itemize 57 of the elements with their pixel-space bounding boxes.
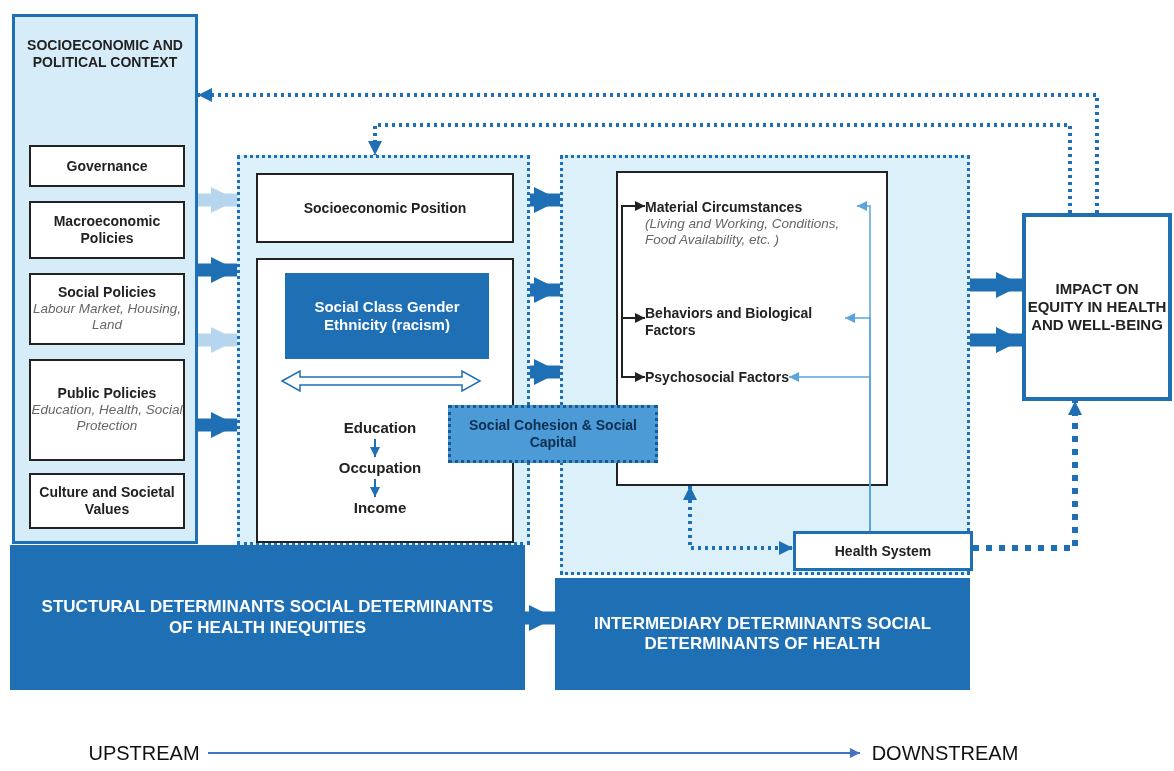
box-subtitle: Education, Health, Social Protection [31, 402, 183, 435]
box-title: SOCIOECONOMIC AND POLITICAL CONTEXT [26, 37, 184, 71]
policy-box [256, 258, 514, 543]
box-title: Social Policies [57, 284, 157, 302]
box-title: UPSTREAM [88, 741, 200, 765]
block-arrow [525, 605, 555, 631]
arrow [621, 279, 646, 382]
block-arrow [198, 187, 237, 213]
box-title: IMPACT ON EQUITY IN HEALTH AND WELL-BEING [1026, 280, 1168, 334]
box-title: STUCTURAL DETERMINANTS SOCIAL DETERMINANTS OF HEALTH INEQUITIES [40, 597, 495, 638]
box-title: Health System [834, 542, 932, 560]
box-title: Social Cohesion & Social Capital [467, 417, 638, 451]
arrow [370, 438, 380, 458]
dotted-arrow [973, 401, 1082, 551]
arrow [621, 201, 646, 281]
dotted-arrow [198, 88, 1099, 213]
box-title: Material Circumstances [645, 199, 803, 216]
box-title: Socioeconomic Position [303, 199, 467, 217]
box-title: INTERMEDIARY DETERMINANTS SOCIAL DETERMINANTS OF HEALTH [592, 613, 933, 655]
arrow [207, 748, 861, 758]
determinants-band [555, 578, 970, 690]
box-title: DOWNSTREAM [871, 741, 1019, 765]
box-title: Governance [66, 157, 148, 175]
system-box [793, 531, 973, 571]
policy-box [29, 201, 185, 259]
block-arrow [198, 327, 237, 353]
arrow [788, 372, 871, 532]
block-arrow [198, 257, 237, 283]
block-arrow [198, 412, 237, 438]
box-title: Social Class Gender Ethnicity (racism) [313, 298, 461, 334]
box-subtitle: Labour Market, Housing, Land [32, 301, 182, 334]
policy-box [29, 145, 185, 187]
policy-box [29, 359, 185, 461]
block-arrow [970, 327, 1022, 353]
policy-box [29, 473, 185, 529]
block-arrow [530, 359, 560, 385]
arrow [370, 478, 380, 498]
determinants-band [10, 545, 525, 690]
highlight-box [285, 273, 489, 359]
block-arrow [530, 277, 560, 303]
box-title: Education [343, 419, 417, 437]
box-title: Income [353, 499, 407, 517]
outcome-box [1022, 213, 1172, 401]
box-subtitle: (Living and Working, Conditions, Food Availability, etc. ) [645, 215, 841, 249]
dotted-arrow [683, 486, 793, 555]
block-arrow [970, 272, 1022, 298]
policy-box [29, 273, 185, 345]
box-title: Psychosocial Factors [645, 369, 789, 386]
box-title: Public Policies [57, 385, 157, 403]
box-title: Macroeconomic Policies [52, 213, 162, 247]
dotted-box [448, 405, 658, 463]
block-arrow [530, 187, 560, 213]
box-title: Occupation [338, 459, 422, 477]
dotted-arrow [368, 123, 1072, 213]
box-title: Culture and Societal Values [38, 484, 176, 518]
policy-box [256, 173, 514, 243]
context-panel [12, 14, 198, 544]
